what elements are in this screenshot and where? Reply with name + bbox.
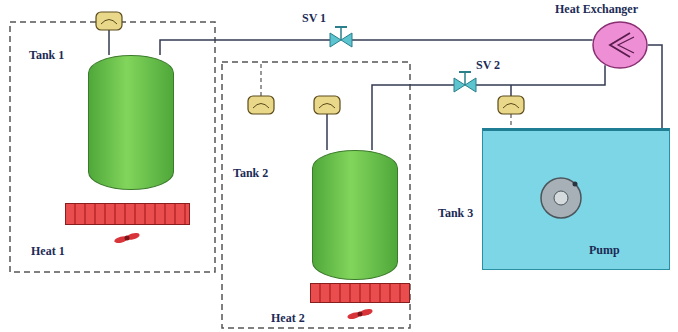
valve-body xyxy=(465,78,476,92)
tank-vessel: Tank 2 xyxy=(312,150,398,280)
sensor-stem xyxy=(326,114,328,150)
fan-blade xyxy=(358,308,373,317)
valve-body xyxy=(330,33,341,47)
sensor-stem xyxy=(108,30,110,55)
fan-hub xyxy=(358,312,363,317)
signal-line xyxy=(260,62,261,96)
pump-symbol: Pump xyxy=(539,176,583,220)
component-label: Heat 1 xyxy=(31,244,65,258)
reservoir-tank: Tank 3Pump xyxy=(482,128,670,270)
sensor-dial xyxy=(101,20,117,25)
fan-blade xyxy=(125,232,140,241)
level-sensor xyxy=(248,96,274,114)
cooling-fan xyxy=(347,308,374,321)
valve-handle xyxy=(459,71,471,73)
valve-symbol xyxy=(454,78,476,92)
tank-vessel: Tank 1 xyxy=(88,55,174,190)
level-sensor xyxy=(96,12,122,30)
pump-casing xyxy=(541,178,581,218)
pipe-line xyxy=(160,40,330,55)
sensor-dial xyxy=(319,104,335,109)
exchanger-symbol xyxy=(592,21,648,69)
pump-drawing xyxy=(539,176,583,220)
fan-blade xyxy=(114,235,129,244)
solenoid-valve: SV 1 xyxy=(330,33,352,47)
exchanger-body xyxy=(593,22,647,68)
cooling-fan xyxy=(114,232,141,245)
flow-sensor xyxy=(498,96,524,114)
heater-element: Heat 2 xyxy=(310,283,410,303)
valve-stem xyxy=(340,27,342,40)
exchanger-coil xyxy=(610,33,630,57)
valve-stem xyxy=(464,72,466,85)
component-label: Tank 2 xyxy=(233,166,268,180)
component-label: Pump xyxy=(589,243,620,257)
sensor-dial xyxy=(253,104,269,109)
component-label: SV 2 xyxy=(476,58,500,72)
pump-impeller xyxy=(554,191,568,205)
pipe-line xyxy=(372,85,454,150)
temperature-sensor xyxy=(314,96,340,114)
valve-symbol xyxy=(330,33,352,47)
component-label: Tank 3 xyxy=(438,206,473,220)
solenoid-valve: SV 2 xyxy=(454,78,476,92)
sensor-dial xyxy=(503,104,519,109)
component-label: Heat Exchanger xyxy=(555,2,638,16)
fan-hub xyxy=(125,236,130,241)
exchanger-coil xyxy=(618,37,634,53)
pipe-line xyxy=(352,39,593,41)
pump-outlet xyxy=(573,182,578,187)
tank1-region xyxy=(10,22,215,272)
component-label: Tank 1 xyxy=(29,48,64,62)
sensor-stem xyxy=(510,85,512,96)
tank2-region xyxy=(222,62,410,328)
valve-handle xyxy=(335,26,347,28)
heat-exchanger: Heat Exchanger xyxy=(592,21,648,69)
component-label: SV 1 xyxy=(302,11,326,25)
component-label: Heat 2 xyxy=(271,311,305,325)
fan-blade xyxy=(347,311,362,320)
heater-element: Heat 1 xyxy=(65,203,190,225)
valve-body xyxy=(454,78,465,92)
valve-body xyxy=(341,33,352,47)
